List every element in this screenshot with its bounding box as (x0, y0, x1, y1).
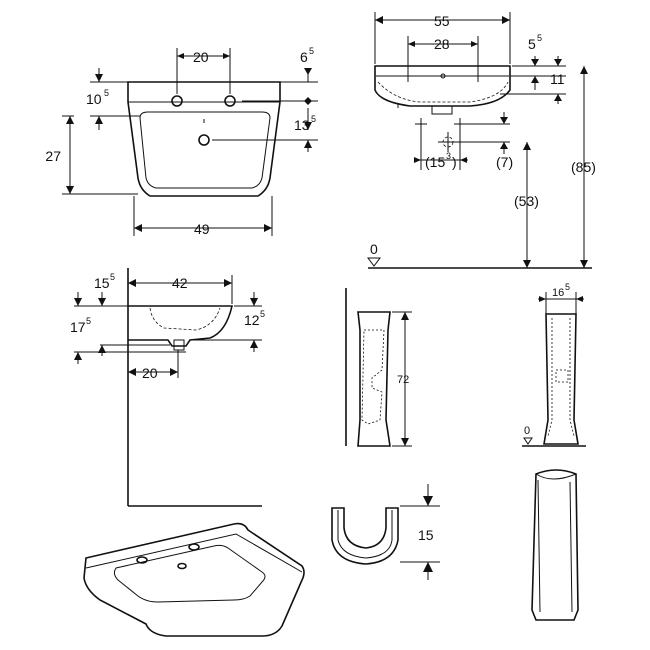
pedestal-front-outline (543, 313, 579, 445)
side-section-tap-wall-label: 20 (142, 365, 158, 381)
basin-3d-tap-hole-left (136, 556, 148, 564)
basin-3d-tap-hole-right (188, 543, 200, 551)
elevation-rim-height-label: (85) (571, 159, 596, 175)
front-tap-spacing-label: 20 (193, 49, 209, 65)
svg-text:5: 5 (537, 33, 542, 43)
front-top-offset-label: 6 (300, 49, 308, 65)
pedestal-depth-label: 16 (552, 287, 564, 299)
tap-hole-right (224, 95, 236, 107)
svg-text:5: 5 (104, 88, 109, 98)
front-view: 20 6 5 10 5 13 5 27 (45, 46, 318, 237)
front-bottom-width-label: 49 (194, 221, 210, 237)
svg-text:5: 5 (311, 114, 316, 124)
elevation-floor-level-label: 0 (370, 241, 378, 257)
side-section-basin-outline (128, 305, 234, 347)
pedestal-side-view: 72 (345, 288, 412, 447)
pedestal-3d-outline (531, 469, 579, 621)
side-section-view: 42 15 5 17 5 12 5 20 (70, 268, 265, 507)
side-section-right-label: 12 (244, 312, 260, 328)
svg-text:5: 5 (309, 46, 314, 56)
elevation-rim-offset-label: 5 (528, 36, 536, 52)
elevation-view: 55 28 5 5 11 (367, 12, 596, 269)
overflow-hole (198, 134, 210, 146)
elevation-waste-offset-label: (15 (425, 154, 445, 170)
side-section-projection-label: 15 (94, 275, 110, 291)
front-height-label: 27 (45, 148, 61, 164)
elevation-outlet-height-label: (53) (514, 193, 539, 209)
elevation-width-label: 55 (434, 13, 450, 29)
svg-text:): ) (452, 154, 457, 170)
pedestal-3d-view (531, 469, 579, 621)
semi-pedestal-view: 15 (331, 484, 440, 580)
front-right-offset-label: 13 (294, 117, 310, 133)
elevation-basin-outline (374, 65, 511, 107)
svg-text:5: 5 (110, 272, 115, 282)
svg-text:5: 5 (260, 309, 265, 319)
elevation-bowl-depth-label: 11 (550, 71, 565, 87)
elevation-tap-spacing-label: 28 (434, 36, 450, 52)
svg-text:5: 5 (86, 316, 91, 326)
front-view-bowl-outline (139, 111, 271, 189)
tap-hole-left (171, 95, 183, 107)
semi-pedestal-outline (331, 507, 399, 565)
side-section-depth-label: 42 (172, 275, 188, 291)
basin-3d-overflow-hole (177, 562, 187, 570)
semi-pedestal-overlap-label: 15 (418, 527, 434, 543)
pedestal-height-label: 72 (397, 374, 409, 386)
elevation-waste-height-label: (7) (496, 154, 513, 170)
front-left-offset-label: 10 (86, 91, 102, 107)
svg-text:5: 5 (565, 282, 570, 292)
front-view-basin-outline (127, 81, 281, 197)
pedestal-side-outline (357, 311, 391, 447)
pedestal-front-view: 16 5 0 (522, 282, 586, 447)
basin-3d-view (83, 522, 305, 637)
side-section-left-label: 17 (70, 319, 86, 335)
basin-3d-outline (83, 522, 305, 637)
pedestal-floor-level-label: 0 (524, 425, 530, 437)
svg-text:3: 3 (446, 151, 451, 161)
